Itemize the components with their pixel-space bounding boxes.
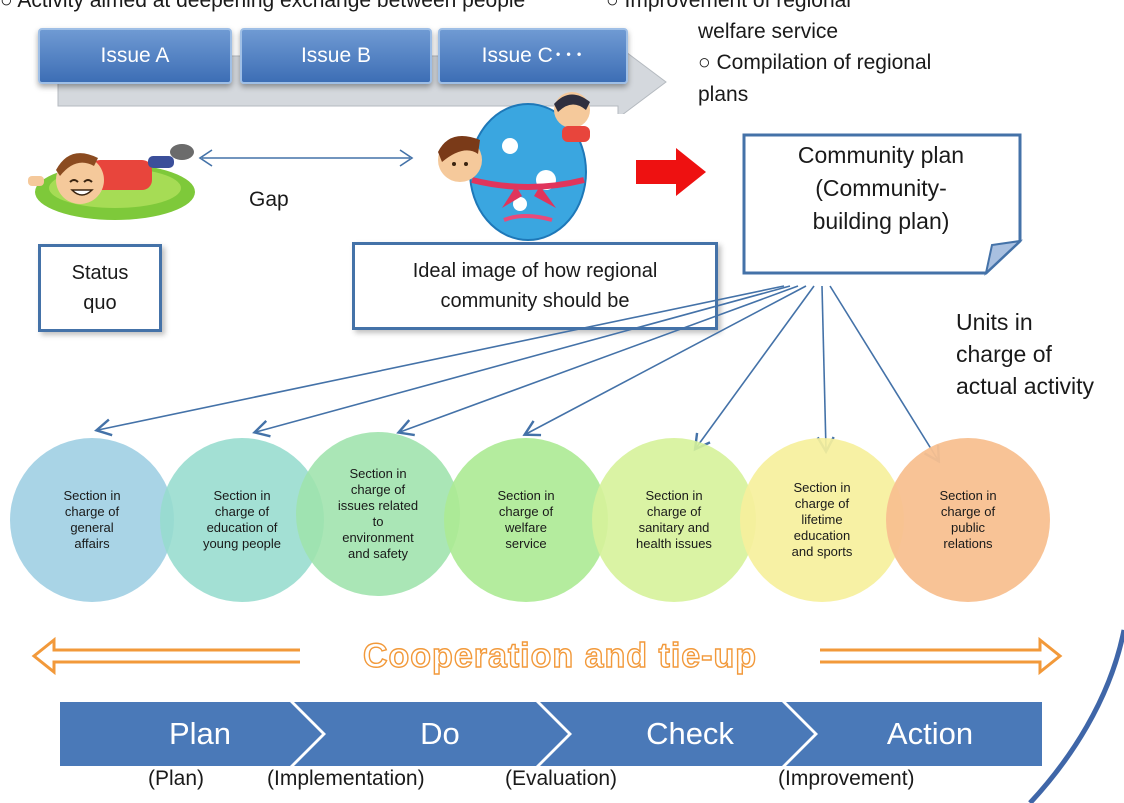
plan-chevron bbox=[60, 702, 322, 766]
child-lying-illustration bbox=[28, 144, 195, 220]
pdca-check-label: Check bbox=[646, 716, 734, 751]
community-plan-line2: (Community- bbox=[815, 175, 947, 201]
arrow-to-lifetime bbox=[816, 285, 835, 455]
check-chevron bbox=[540, 702, 814, 766]
community-plan-line3: building plan) bbox=[812, 208, 950, 234]
pdca-plan-sub: (Plan) bbox=[148, 767, 205, 790]
community-plan-box: Community plan (Community- building plan… bbox=[742, 133, 1024, 276]
community-plan-line1: Community plan bbox=[797, 142, 965, 168]
gap-double-arrow bbox=[198, 149, 414, 167]
pdca-do-label: Do bbox=[420, 716, 460, 751]
issue-a-box: Issue A bbox=[38, 28, 232, 84]
units-label-line3: actual activity bbox=[956, 373, 1095, 399]
arrow-to-welfare bbox=[522, 285, 807, 437]
gap-label: Gap bbox=[249, 188, 289, 211]
status-quo-box: Status quo bbox=[38, 244, 162, 332]
pdca-action-sub: (Improvement) bbox=[778, 767, 915, 790]
children-egg-illustration bbox=[438, 92, 590, 241]
ideal-image-line1: Ideal image of how regional bbox=[412, 260, 658, 282]
improvement-text: ○ Improvement of regional bbox=[606, 0, 851, 12]
pdca-do-sub: (Implementation) bbox=[267, 767, 425, 790]
red-arrow bbox=[636, 148, 706, 196]
community-plan-frame bbox=[742, 133, 1023, 276]
ideal-image-box: Ideal image of how regional community sh… bbox=[352, 242, 718, 330]
issue-progression: Issue A Issue B Issue C･･･ bbox=[38, 14, 678, 114]
status-quo-line1: Status bbox=[71, 262, 129, 284]
compilation-text-line2: plans bbox=[698, 83, 749, 106]
pdca-plan-label: Plan bbox=[168, 716, 232, 751]
issue-c-box: Issue C･･･ bbox=[438, 28, 628, 84]
units-label-line1: Units in bbox=[956, 309, 1033, 335]
pdca-check-sub: (Evaluation) bbox=[505, 767, 618, 790]
ideal-image-line2: community should be bbox=[440, 290, 630, 312]
arrow-to-environment bbox=[396, 285, 799, 437]
arrow-to-public-relations bbox=[829, 285, 941, 464]
action-chevron bbox=[786, 702, 1042, 766]
issue-b-box: Issue B bbox=[240, 28, 432, 84]
arrow-to-general-affairs bbox=[94, 285, 785, 437]
status-quo-line2: quo bbox=[83, 292, 117, 314]
units-label: Units in charge of actual activity bbox=[956, 306, 1094, 402]
community-plan-text: Community plan (Community- building plan… bbox=[742, 139, 1020, 238]
arrow-to-sanitary bbox=[693, 285, 815, 452]
pdca-chevrons bbox=[60, 702, 1042, 766]
do-chevron bbox=[294, 702, 568, 766]
pdca-action-label: Action bbox=[886, 716, 974, 751]
cooperation-label: Cooperation and tie-up bbox=[300, 634, 820, 678]
improvement-text-line2: welfare service bbox=[698, 20, 839, 43]
arrow-to-education bbox=[252, 285, 791, 438]
activity-text: ○ Activity aimed at deepening exchange b… bbox=[0, 0, 526, 12]
compilation-text: ○ Compilation of regional bbox=[698, 51, 932, 74]
units-label-line2: charge of bbox=[956, 341, 1052, 367]
